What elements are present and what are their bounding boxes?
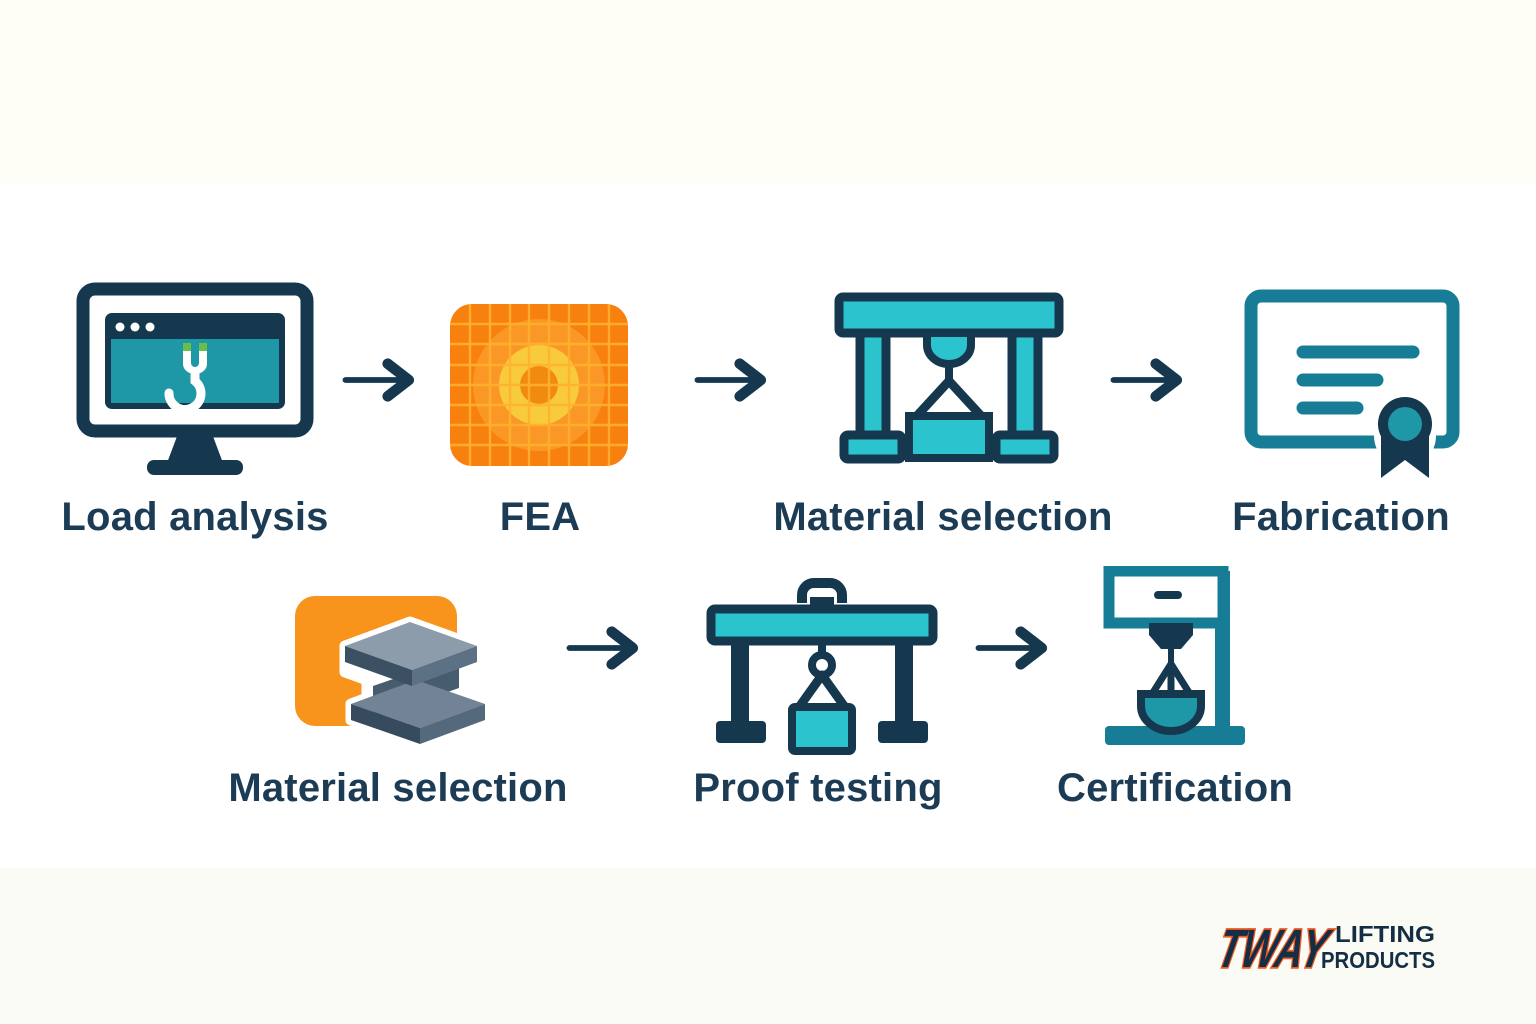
- fea-heatmap-icon: [450, 304, 628, 466]
- step-label: Fabrication: [1232, 495, 1450, 539]
- step-label: FEA: [499, 495, 581, 539]
- brand-logo: TWAY LIFTING PRODUCTS: [1203, 921, 1437, 973]
- flow-arrow-icon: [1108, 356, 1188, 404]
- step-label: Certification: [1057, 766, 1293, 810]
- flow-arrow-icon: [973, 624, 1053, 672]
- flow-arrow-icon: [340, 356, 420, 404]
- gantry-crane-icon: [830, 285, 1068, 477]
- top-background-band: [0, 0, 1536, 183]
- test-press-icon: [1102, 566, 1248, 748]
- logo-line1-text: LIFTING: [1335, 921, 1435, 947]
- flow-arrow-icon: [564, 624, 644, 672]
- flow-arrow-icon: [692, 356, 772, 404]
- monitor-hook-icon: [72, 282, 318, 482]
- step-label: Material selection: [228, 766, 568, 810]
- step-label: Load analysis: [61, 495, 329, 539]
- step-label: Material selection: [773, 495, 1113, 539]
- gantry-hoist-icon: [703, 563, 941, 755]
- steel-ibeam-icon: [293, 590, 503, 752]
- logo-line2-text: PRODUCTS: [1321, 947, 1435, 973]
- bottom-background-band: [0, 868, 1536, 1024]
- logo-brand-text: TWAY: [1213, 921, 1337, 973]
- step-label: Proof testing: [693, 766, 943, 810]
- logo-wordmark: TWAY: [1211, 921, 1339, 973]
- certificate-icon: [1243, 288, 1461, 480]
